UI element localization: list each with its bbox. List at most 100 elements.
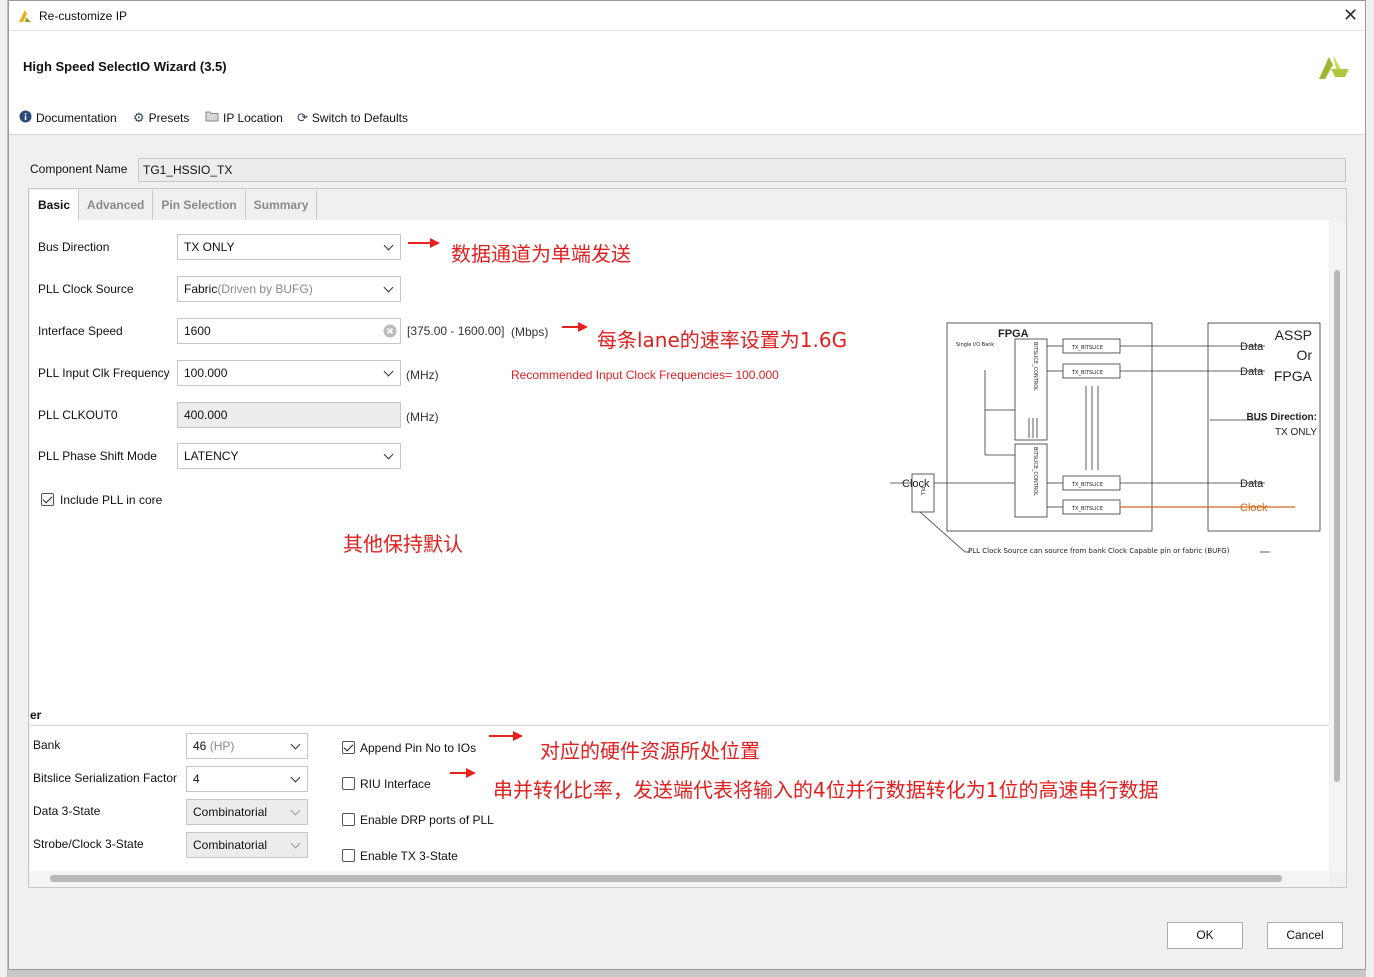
pll-phase-shift-select[interactable]: LATENCY: [177, 443, 401, 469]
chevron-down-icon: [290, 805, 301, 816]
fpga-block: [946, 322, 1153, 532]
info-icon: [19, 110, 32, 126]
data-3state-label: Data 3-State: [33, 804, 101, 818]
tab-bar: Basic Advanced Pin Selection Summary: [30, 190, 318, 220]
section-label: er: [30, 708, 42, 722]
pll-clkout0-label: PLL CLKOUT0: [38, 408, 118, 422]
refresh-icon: ⟳: [297, 110, 308, 125]
data-3state-value: Combinatorial: [193, 805, 268, 819]
bank-select[interactable]: 46 (HP): [186, 733, 308, 759]
chevron-down-icon: [383, 449, 394, 460]
page-title: High Speed SelectIO Wizard (3.5): [23, 59, 227, 74]
title-bar: Re-customize IP ✕: [9, 1, 1365, 31]
data-label: Data: [1240, 478, 1264, 490]
chevron-down-icon: [290, 739, 301, 750]
background-app-right: [1366, 0, 1374, 977]
tab-summary[interactable]: Summary: [246, 190, 318, 220]
cancel-button[interactable]: Cancel: [1267, 922, 1343, 949]
fpga2-label: FPGA: [1274, 368, 1313, 384]
bus-direction-diagram-label: BUS Direction:: [1246, 412, 1317, 423]
clear-icon[interactable]: [383, 324, 397, 338]
riu-interface-checkbox[interactable]: [342, 777, 355, 790]
bus-direction-label: Bus Direction: [38, 240, 110, 254]
xilinx-logo-icon: [1319, 55, 1349, 79]
annotation-arrow: [562, 322, 588, 332]
assp-label: ASSP: [1275, 327, 1312, 343]
documentation-button[interactable]: Documentation: [19, 110, 117, 126]
tab-pin-selection[interactable]: Pin Selection: [153, 190, 246, 220]
presets-button[interactable]: ⚙ Presets: [133, 110, 189, 126]
vertical-scrollbar[interactable]: [1330, 222, 1346, 872]
switch-defaults-label: Switch to Defaults: [311, 111, 408, 125]
annotation-arrow: [450, 768, 476, 778]
pll-input-clk-select[interactable]: 100.000: [177, 360, 401, 386]
close-icon[interactable]: ✕: [1343, 5, 1359, 25]
include-pll-checkbox[interactable]: [41, 493, 54, 506]
interface-speed-input[interactable]: 1600: [177, 318, 401, 344]
vivado-logo-icon: [19, 10, 31, 22]
pll-clkout0-unit: (MHz): [406, 410, 439, 424]
clock-input-label: Clock: [902, 478, 930, 490]
interface-speed-range: [375.00 - 1600.00]: [407, 324, 505, 338]
tab-basic[interactable]: Basic: [30, 190, 80, 220]
tab-advanced[interactable]: Advanced: [79, 190, 154, 220]
pll-phase-shift-value: LATENCY: [184, 449, 239, 463]
bitslice-control-label: BITSLICE_CONTROL: [1032, 342, 1038, 391]
append-pin-checkbox[interactable]: [342, 741, 355, 754]
interface-speed-unit: (Mbps): [511, 325, 549, 339]
pll-clock-source-value: Fabric: [184, 282, 218, 296]
note-append-pin: 对应的硬件资源所处位置: [540, 739, 760, 763]
note-others-default: 其他保持默认: [343, 532, 463, 556]
bus-direction-diagram-value: TX ONLY: [1275, 427, 1317, 438]
ok-button[interactable]: OK: [1167, 922, 1243, 949]
tx-bitslice-label: TX_BITSLICE: [1071, 370, 1103, 376]
note-bus-direction: 数据通道为单端发送: [451, 242, 631, 266]
recommended-clock-text: Recommended Input Clock Frequencies= 100…: [511, 368, 779, 382]
pll-clkout0-field: 400.000: [177, 402, 401, 428]
bank-hint: (HP): [209, 739, 235, 753]
serialization-factor-value: 4: [193, 772, 200, 786]
background-app-left: [0, 0, 8, 977]
horizontal-scrollbar[interactable]: [30, 871, 1330, 887]
switch-to-defaults-button[interactable]: ⟳ Switch to Defaults: [297, 110, 408, 126]
hssio-block-diagram: TX_BITSLICE TX_BITSLICE TX_BITSLICE TX_B…: [890, 322, 1321, 555]
pll-clock-source-select[interactable]: Fabric(Driven by BUFG): [177, 276, 401, 302]
re-customize-ip-dialog: Re-customize IP ✕ High Speed SelectIO Wi…: [8, 0, 1366, 970]
chevron-down-icon: [290, 838, 301, 849]
include-pll-label: Include PLL in core: [60, 493, 163, 507]
enable-drp-checkbox[interactable]: [342, 813, 355, 826]
bank-label: Single I/O Bank: [956, 342, 994, 348]
bus-direction-select[interactable]: TX ONLY: [177, 234, 401, 260]
enable-tx3-checkbox[interactable]: [342, 849, 355, 862]
note-interface-speed: 每条lane的速率设置为1.6G: [597, 328, 848, 352]
presets-label: Presets: [148, 111, 190, 125]
data-label: Data: [1240, 366, 1264, 378]
pll-block: [911, 473, 935, 513]
annotation-arrow: [489, 731, 523, 741]
strobe-3state-select: Combinatorial: [186, 832, 308, 858]
scrollbar-thumb[interactable]: [1334, 270, 1340, 782]
chevron-down-icon: [290, 772, 301, 783]
ip-location-button[interactable]: IP Location: [205, 110, 283, 125]
basic-settings-area: Bus Direction TX ONLY 数据通道为单端发送 PLL Cloc…: [30, 220, 1329, 724]
note-serialization: 串并转化比率，发送端代表将输入的4位并行数据转化为1位的高速串行数据: [493, 778, 1159, 802]
gear-icon: ⚙: [133, 110, 145, 125]
documentation-label: Documentation: [36, 111, 117, 125]
annotation-arrow: [408, 238, 440, 248]
component-name-label: Component Name: [30, 162, 128, 176]
data-3state-select: Combinatorial: [186, 799, 308, 825]
pll-clock-source-hint: (Driven by BUFG): [217, 282, 313, 296]
component-name-field[interactable]: TG1_HSSIO_TX: [138, 158, 1346, 182]
pll-clkout0-value: 400.000: [184, 408, 228, 422]
dialog-header: High Speed SelectIO Wizard (3.5) Documen…: [9, 31, 1365, 135]
tx-bitslice-label: TX_BITSLICE: [1071, 506, 1103, 512]
tx-bitslice-label: TX_BITSLICE: [1071, 482, 1103, 488]
tx-bitslice-label: TX_BITSLICE: [1071, 345, 1103, 351]
chevron-down-icon: [383, 366, 394, 377]
serialization-factor-label: Bitslice Serialization Factor: [33, 771, 178, 785]
scrollbar-thumb[interactable]: [50, 875, 1282, 882]
interface-speed-value: 1600: [184, 324, 211, 338]
serialization-factor-select[interactable]: 4: [186, 766, 308, 792]
window-title: Re-customize IP: [39, 9, 128, 23]
pll-label: PLL: [919, 487, 925, 496]
